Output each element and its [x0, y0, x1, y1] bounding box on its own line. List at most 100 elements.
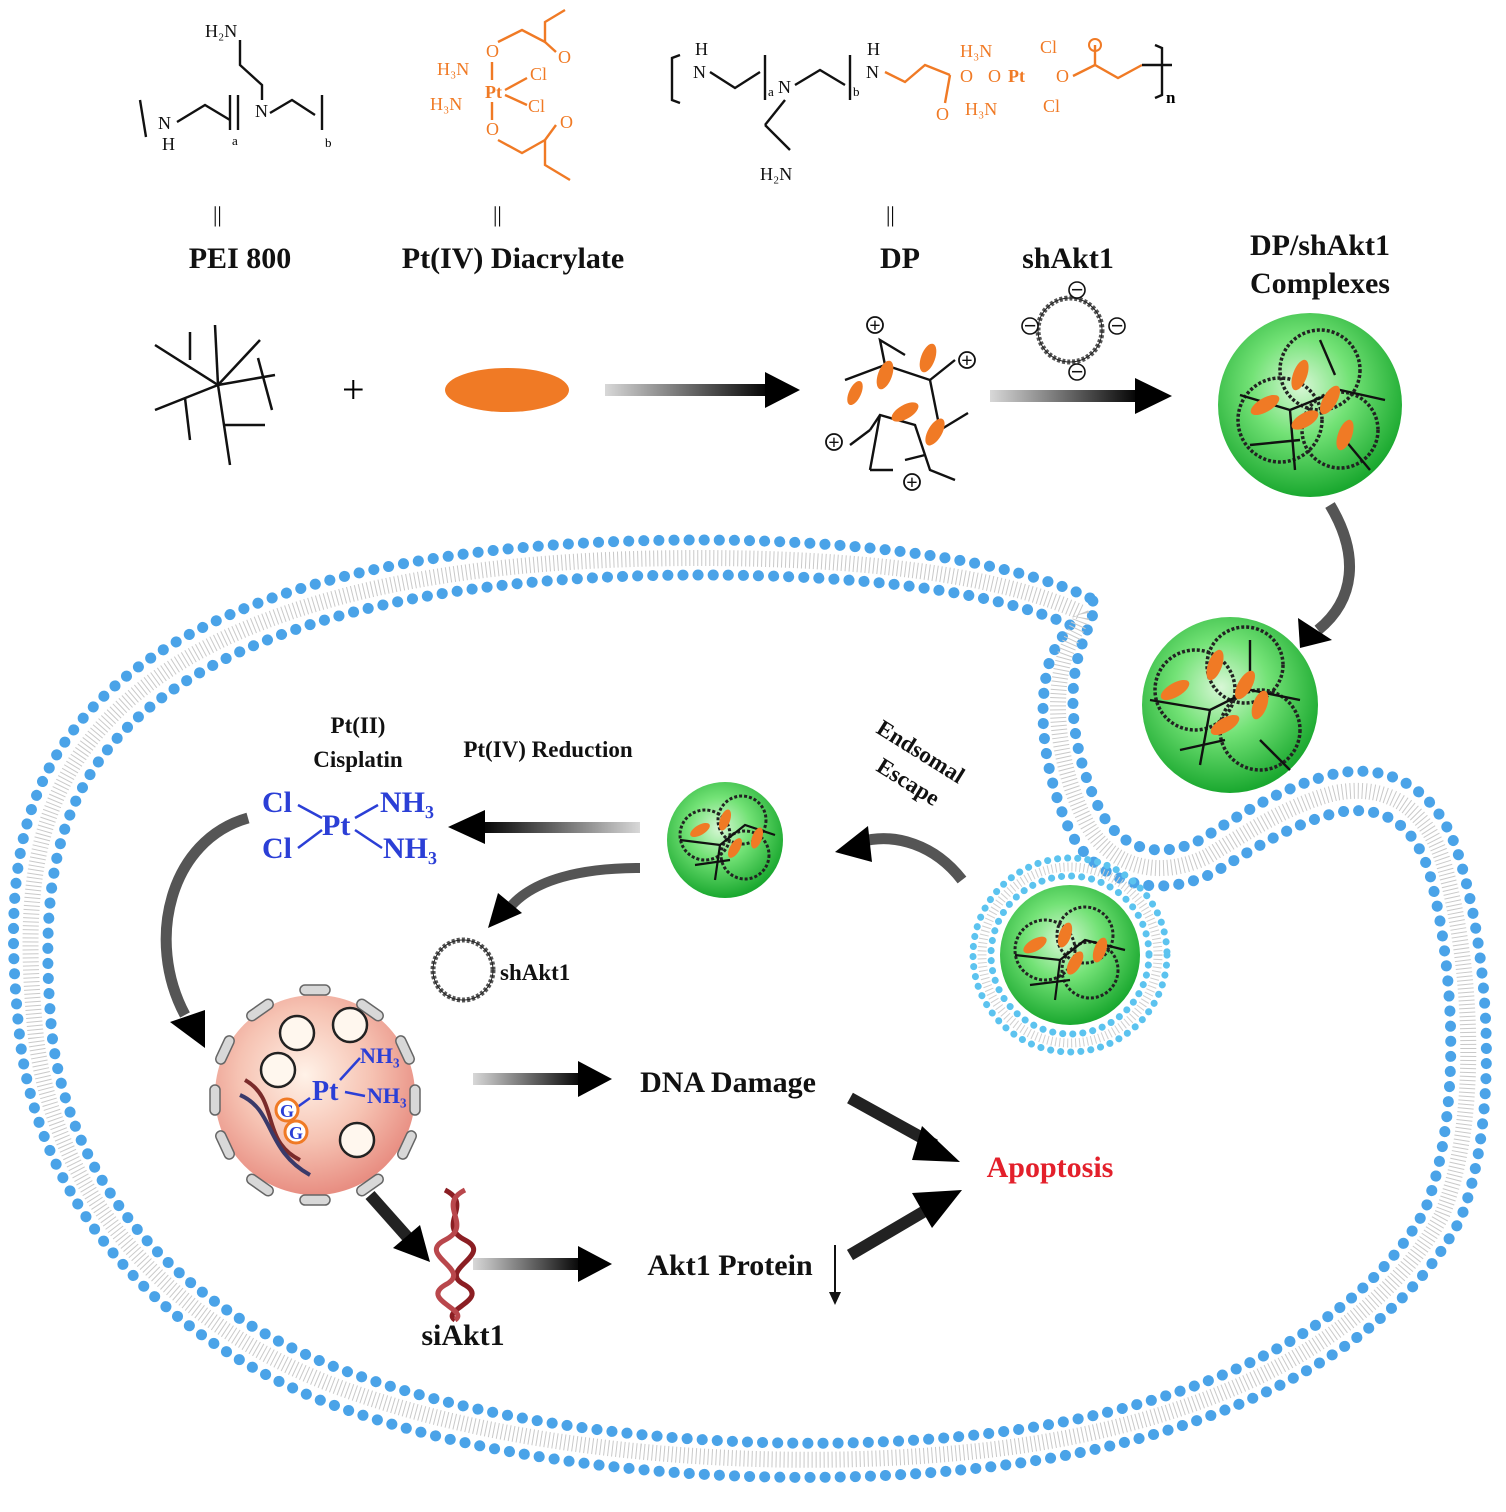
dp-pt: Pt [1008, 66, 1025, 86]
pei-nh-text: N [158, 113, 171, 133]
pei-equals: || [213, 202, 222, 227]
arrow-escape [835, 826, 967, 884]
dp-o4: O [1056, 66, 1069, 86]
arrow-cisplatin-nucleus [160, 812, 250, 1048]
dp-h3n1: H₃N [960, 41, 992, 61]
pt-cl1: Cl [530, 64, 547, 84]
pt-pt: Pt [485, 82, 502, 102]
pei-nh2-text: H₂N [205, 21, 237, 41]
arrow-akt1-apoptosis [846, 1190, 962, 1261]
label-pt2-line2: Cisplatin [313, 747, 403, 772]
label-siakt1: siAkt1 [421, 1319, 504, 1352]
dp-n2: N [778, 77, 791, 97]
pt-h3n-top: H₃N [437, 59, 469, 79]
nucleus-nh3-top: NH₃ [360, 1043, 400, 1068]
dp-equals: || [886, 202, 895, 227]
dp-nh2: H₂N [760, 164, 792, 184]
pei-h-text: H [162, 134, 175, 154]
charge-plus-4: + [906, 472, 917, 494]
nucleus: Pt NH₃ NH₃ G G [209, 984, 421, 1206]
dp-n3: N [866, 62, 879, 82]
dp-sub-b: b [853, 84, 860, 99]
complex-sphere-2 [1142, 617, 1318, 793]
pt-h3n-bot: H₃N [430, 94, 462, 114]
dp-n1: N [693, 62, 706, 82]
dp-o2: O [960, 66, 973, 86]
dp-o1: O [936, 104, 949, 124]
pt-o2: O [486, 119, 499, 139]
label-akt1-protein: Akt1 Protein [647, 1249, 813, 1282]
pei-structure: H₂N N N H a b [138, 21, 332, 154]
charge-plus-2: + [961, 350, 972, 372]
arrow-uptake [1298, 502, 1355, 648]
endosome [969, 854, 1171, 1056]
pt-diacrylate-ellipse [445, 368, 569, 412]
cisplatin-cl-bot: Cl [262, 832, 292, 865]
cell-membrane [8, 534, 1492, 1483]
dp-positive-charges: + + + + [825, 315, 976, 494]
pt-diacrylate-structure: H₃N H₃N Pt Cl Cl O O O O [430, 8, 573, 182]
arrow-synthesis [605, 372, 800, 408]
pt-o4: O [560, 112, 573, 132]
siakt1-helix [434, 1187, 476, 1323]
dp-h2: H [867, 39, 880, 59]
dp-structure: H N a N b H N O O O Pt H₃N H₃N Cl Cl O n… [670, 37, 1176, 184]
charge-minus-4: − [1071, 359, 1084, 384]
arrow-akt1-protein [473, 1246, 612, 1282]
cisplatin-nh3-top: NH₃ [380, 786, 434, 819]
arrow-release-shakt1 [488, 863, 641, 928]
cisplatin-formula: Cl Cl Pt NH₃ NH₃ [262, 786, 437, 865]
charge-minus-3: − [1111, 313, 1124, 338]
nucleus-nh3-bot: NH₃ [367, 1083, 407, 1108]
label-pt4-reduction: Pt(IV) Reduction [463, 737, 632, 762]
pei-sub-b: b [325, 135, 332, 150]
dp-polymer-icon: + + + + [825, 315, 976, 494]
dp-h1: H [695, 39, 708, 59]
nucleus-pt: Pt [312, 1076, 339, 1107]
charge-plus-3: + [828, 432, 839, 454]
pt-equals: || [493, 202, 502, 227]
cisplatin-pt: Pt [322, 809, 350, 842]
dp-sub-n: n [1166, 88, 1176, 107]
cisplatin-nh3-bot: NH₃ [383, 832, 437, 865]
plasmid-negative-charges: − − − − [1021, 277, 1126, 384]
pt-o3: O [558, 47, 571, 67]
down-arrow-icon [829, 1245, 841, 1305]
label-complex-line1: DP/shAkt1 [1250, 229, 1390, 262]
label-apoptosis: Apoptosis [987, 1151, 1114, 1184]
nucleus-g1: G [280, 1101, 294, 1121]
complex-sphere-cytosol [667, 782, 783, 898]
dp-cl2: Cl [1043, 96, 1060, 116]
pt-cl2: Cl [528, 96, 545, 116]
complex-sphere-1 [1218, 313, 1402, 497]
pei-sub-a: a [232, 133, 238, 148]
dp-sub-a: a [768, 84, 774, 99]
dp-cl1: Cl [1040, 37, 1057, 57]
label-shakt1-top: shAkt1 [1022, 242, 1114, 275]
arrow-nucleus-siakt1 [365, 1191, 430, 1262]
nucleus-g2: G [289, 1123, 303, 1143]
charge-minus-2: − [1024, 313, 1037, 338]
plus-sign: + [342, 367, 365, 412]
pt-o1: O [486, 41, 499, 61]
arrow-dna-damage [473, 1061, 612, 1097]
arrow-reduction [448, 810, 640, 844]
shakt1-plasmid-released [430, 937, 496, 1003]
shakt1-plasmid-top: − − − − [1021, 277, 1126, 384]
label-pt2-line1: Pt(II) [331, 713, 386, 738]
cisplatin-cl-top: Cl [262, 786, 292, 819]
label-complex-line2: Complexes [1250, 267, 1390, 300]
pei-branched-icon [154, 324, 276, 466]
dp-o3: O [988, 66, 1001, 86]
arrow-damage-apoptosis [847, 1092, 960, 1162]
label-dna-damage: DNA Damage [640, 1066, 816, 1099]
charge-plus-1: + [869, 315, 880, 337]
dp-h3n2: H₃N [965, 99, 997, 119]
arrow-complexation [990, 378, 1172, 414]
label-pt-diacrylate: Pt(IV) Diacrylate [402, 242, 624, 275]
label-shakt1-released: shAkt1 [500, 960, 570, 985]
label-pei: PEI 800 [189, 242, 292, 275]
charge-minus-1: − [1071, 277, 1084, 302]
pei-n-text: N [255, 101, 268, 121]
